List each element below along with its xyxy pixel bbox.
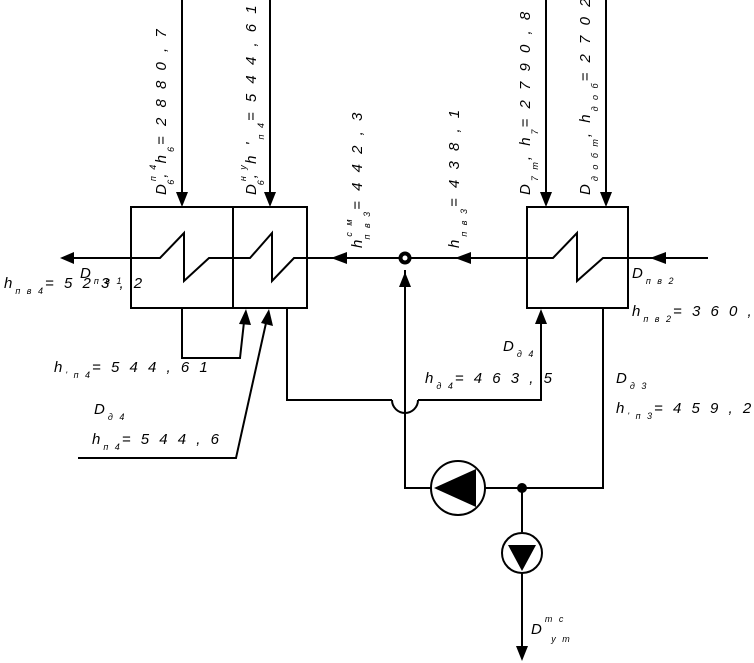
label-steam-7: D7 т, h7= 2 7 9 0 , 8 — [517, 9, 540, 195]
label-d-d4-mid: Dд 4 — [503, 338, 535, 359]
arrow-left-icon — [60, 252, 74, 264]
mixing-point-center — [402, 255, 408, 261]
label-d-pv1: Dп в 1 — [80, 265, 124, 286]
arrow-left-icon — [331, 252, 347, 264]
arrow-down-icon — [264, 192, 276, 207]
arrow-left-icon — [650, 252, 666, 264]
label-h-pv2: hп в 2= 3 6 0 , 1 — [632, 303, 754, 324]
arrow-up-icon — [399, 272, 411, 287]
svg-text:Dд о б т, hд о б= 2 7 0 2 , 9: Dд о б т, hд о б= 2 7 0 2 , 9 — [577, 0, 600, 195]
arrow-down-icon — [600, 192, 612, 207]
coil-2 — [233, 230, 307, 284]
arrow-down-icon — [176, 192, 188, 207]
svg-text:Dн у6, h 'п 4= 5 4 4 , 6 1: Dн у6, h 'п 4= 5 4 4 , 6 1 — [238, 2, 266, 195]
label-h-p3-prime: h' п 3= 4 5 9 , 2 9 — [616, 400, 754, 421]
arrow-up-icon — [535, 309, 547, 324]
label-h-p4: hп 4= 5 4 4 , 6 — [92, 431, 222, 452]
label-h-d4: hд 4= 4 6 3 , 5 — [425, 370, 555, 391]
drain-line-3b — [418, 322, 542, 401]
drain-line-1 — [181, 308, 245, 359]
drain-pump-icon — [508, 545, 536, 571]
label-d-d3: Dд 3 — [616, 370, 648, 391]
drain-line-2 — [78, 322, 267, 459]
arrow-down-icon — [540, 192, 552, 207]
label-d-d4-left: Dд 4 — [94, 401, 126, 422]
label-d-pv2: Dп в 2 — [632, 265, 676, 286]
label-steam-1: Dп 46, h6= 2 8 8 0 , 7 — [148, 26, 176, 195]
arrow-up-icon — [261, 309, 273, 326]
pump-suction-line — [485, 308, 604, 489]
svg-text:D7 т, h7= 2 7 9 0 , 8: D7 т, h7= 2 7 9 0 , 8 — [517, 9, 540, 195]
label-steam-2: Dн у6, h 'п 4= 5 4 4 , 6 1 — [238, 2, 266, 195]
svg-text:Dп 46, h6= 2 8 8 0 , 7: Dп 46, h6= 2 8 8 0 , 7 — [148, 26, 176, 195]
svg-text:hс мп в 3= 4 4 2 , 3: hс мп в 3= 4 4 2 , 3 — [344, 110, 372, 248]
drain-line-3a — [286, 308, 392, 401]
label-h-pv4: hп в 4= 5 2 3 , 2 — [4, 275, 145, 296]
pump-icon — [434, 469, 476, 507]
arrow-left-icon — [455, 252, 471, 264]
label-steam-dob: Dд о б т, hд о б= 2 7 0 2 , 9 — [577, 0, 600, 195]
pump-discharge-line — [404, 270, 431, 489]
svg-text:hп в 3= 4 3 8 , 1: hп в 3= 4 3 8 , 1 — [446, 107, 469, 248]
label-h-pv3: hп в 3= 4 3 8 , 1 — [446, 107, 469, 248]
arrow-up-icon — [239, 309, 251, 325]
coil-1 — [131, 230, 233, 284]
coil-3 — [527, 230, 628, 284]
label-h-p4-prime: h' п 4= 5 4 4 , 6 1 — [54, 359, 211, 380]
arrow-down-icon — [516, 646, 528, 661]
